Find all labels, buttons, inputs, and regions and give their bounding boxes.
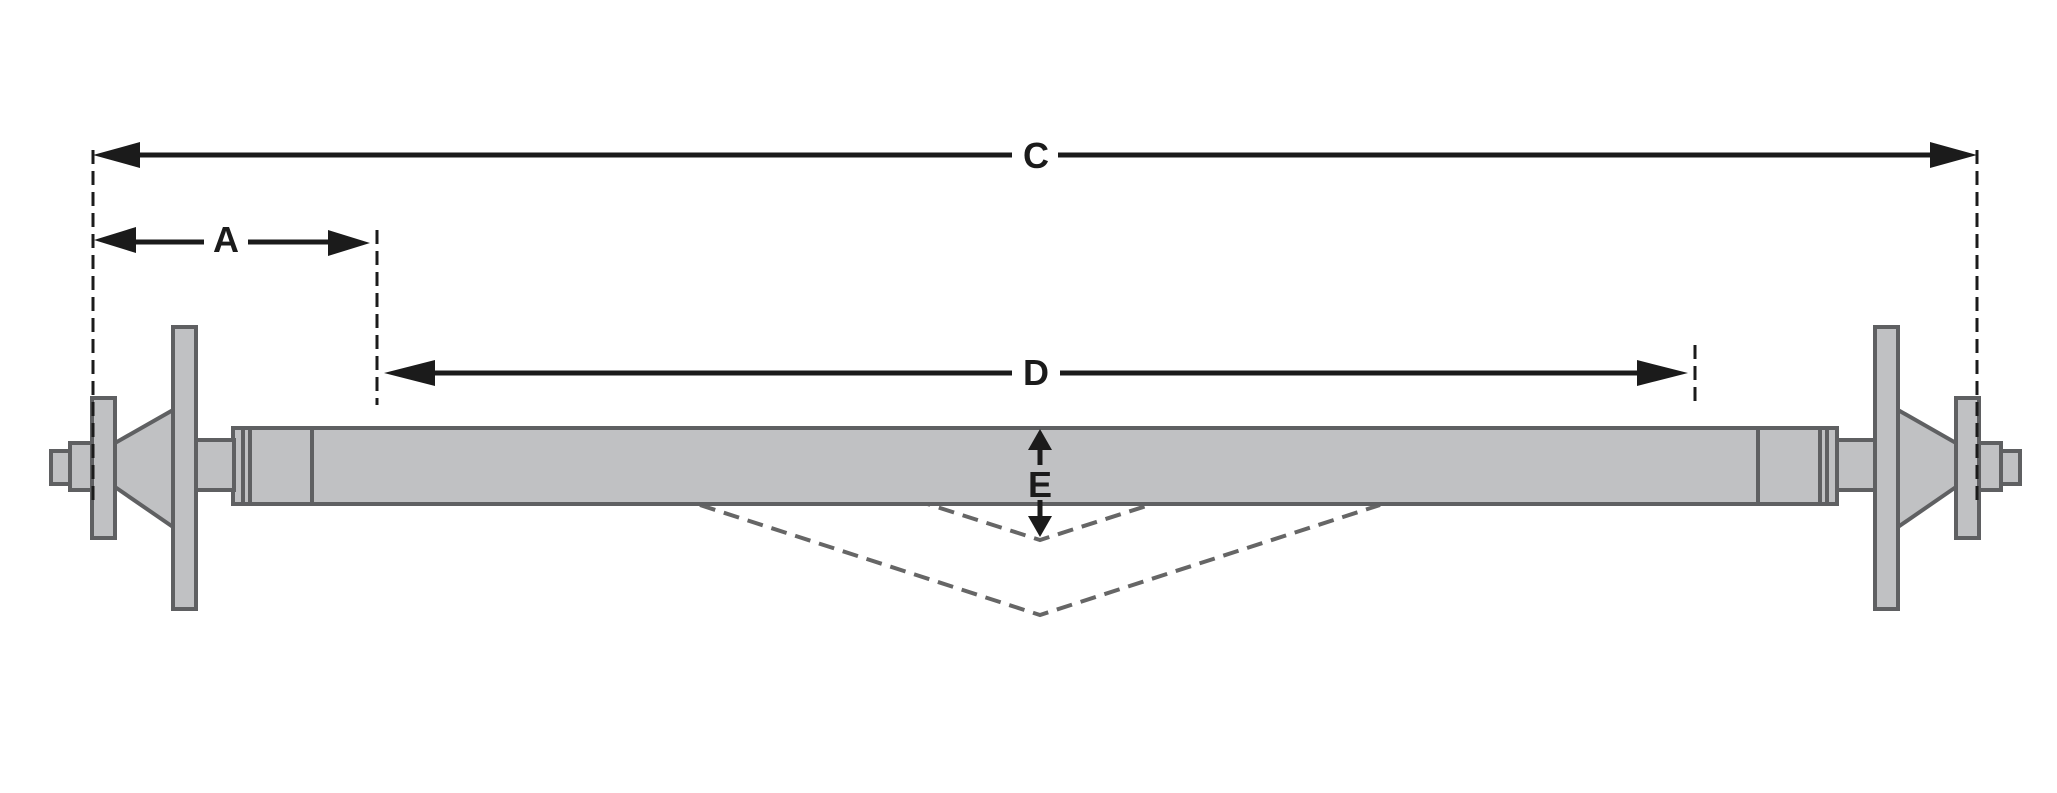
dimension-a-right-arrow (328, 230, 370, 256)
left-hub-assembly (49, 325, 236, 611)
dimension-a-label: A (213, 219, 239, 260)
dimension-e-down-arrow (1028, 516, 1052, 537)
extension-lines (91, 150, 1979, 500)
dimension-d-left-arrow (384, 360, 435, 386)
dimension-c-right-arrow (1930, 142, 1977, 168)
dimension-d-right-arrow (1637, 360, 1688, 386)
dimension-c-left-arrow (93, 142, 140, 168)
dimension-e: E (1028, 429, 1052, 537)
dimension-c-label: C (1023, 135, 1049, 176)
dimension-d-label: D (1023, 352, 1049, 393)
dimension-a: A (94, 215, 370, 265)
right-hub-assembly (1835, 325, 2022, 611)
dimension-c: C (93, 130, 1977, 180)
dimension-e-up-arrow (1028, 429, 1052, 450)
dimension-a-left-arrow (94, 227, 136, 253)
dimension-e-label: E (1028, 464, 1052, 505)
dimension-d: D (384, 345, 1688, 397)
